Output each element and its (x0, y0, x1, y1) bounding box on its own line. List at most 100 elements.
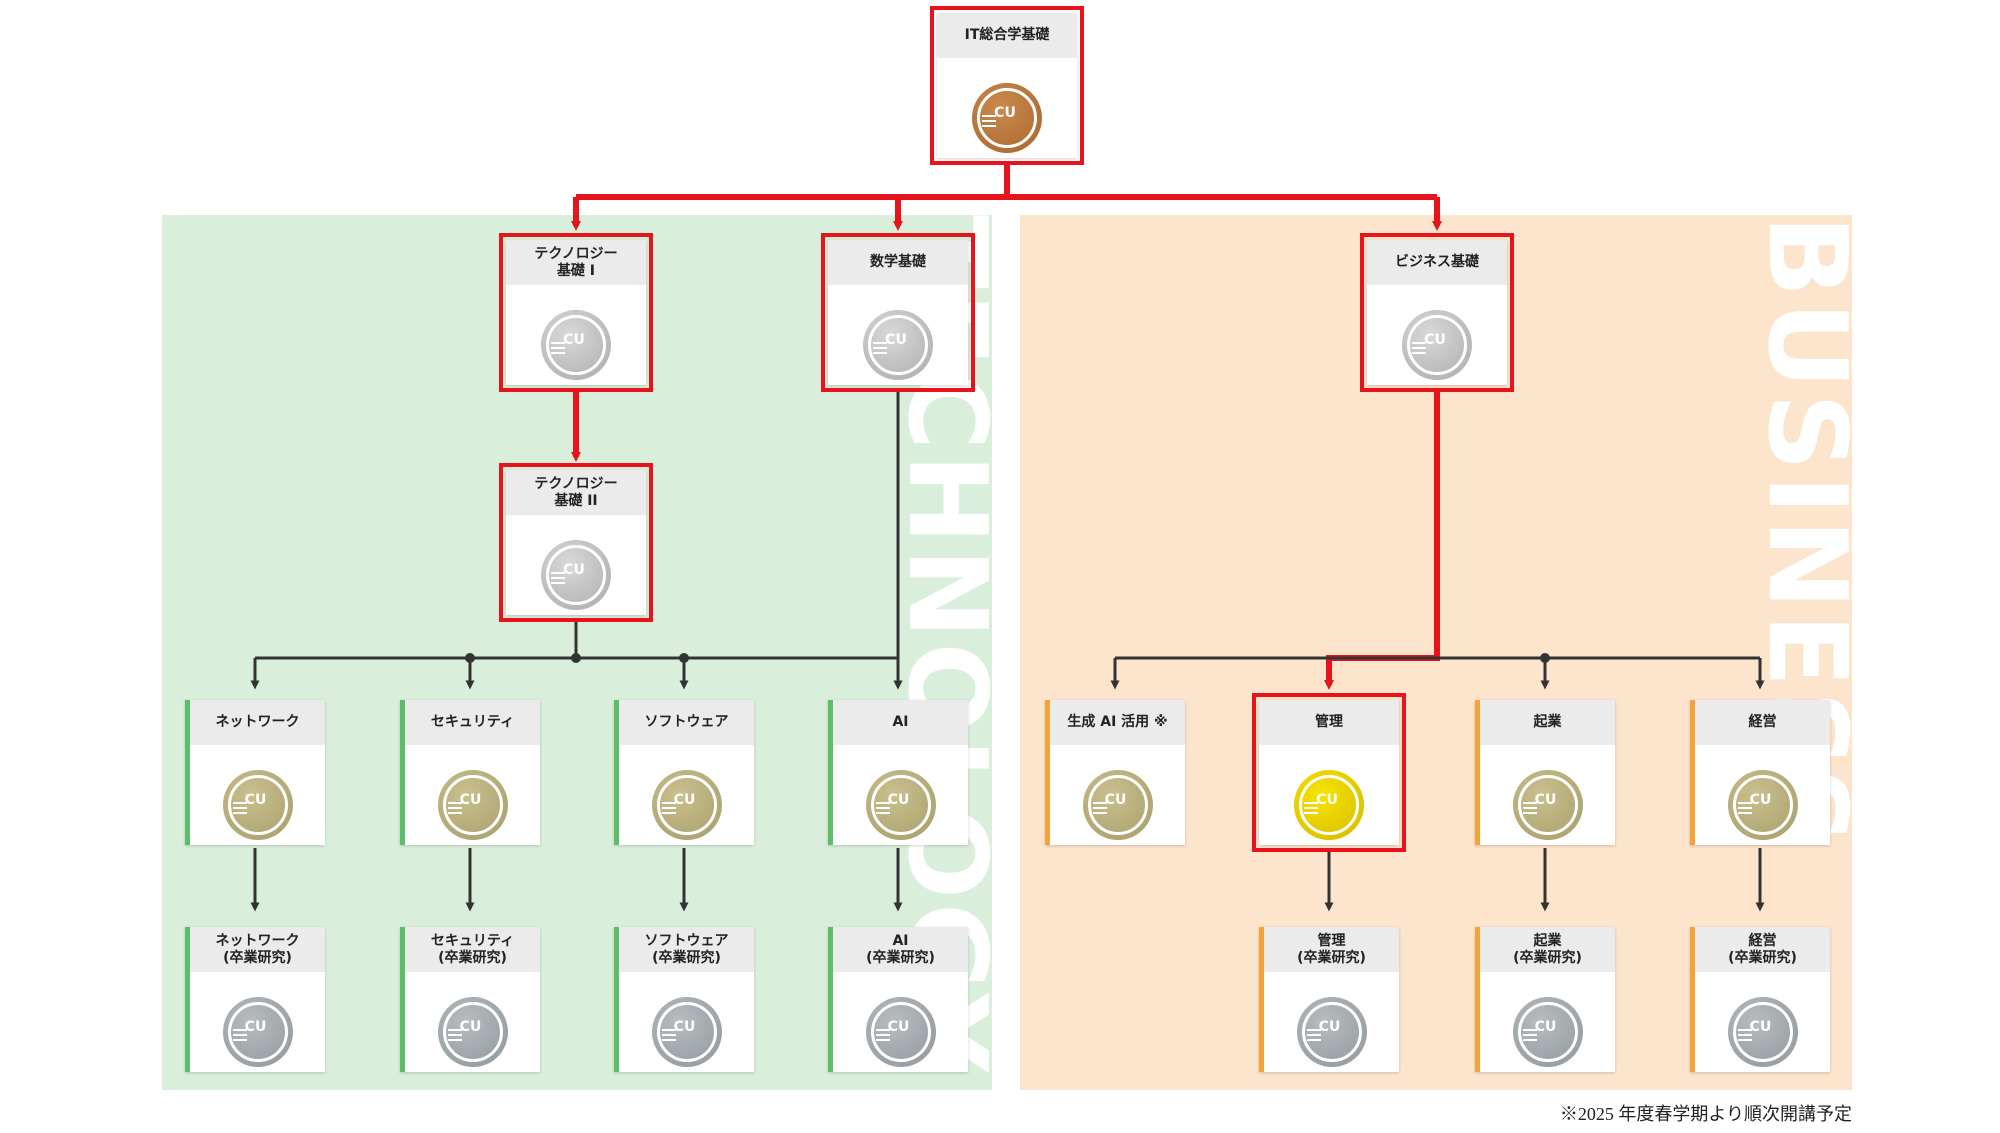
course-card-administration-graduation[interactable]: 経営(卒業研究) CU (1690, 927, 1830, 1072)
badge-ring (977, 88, 1037, 148)
course-card-security-graduation[interactable]: セキュリティ(卒業研究) CU (400, 927, 540, 1072)
badge-stripe (1522, 1039, 1537, 1041)
credential-badge-icon: CU (972, 83, 1042, 153)
badge-mark: CU (1534, 792, 1557, 808)
badge-ring (1087, 775, 1148, 835)
course-card-management[interactable]: 管理 CU (1252, 693, 1406, 852)
course-card-ai[interactable]: AI CU (828, 700, 968, 845)
badge-stripe (1522, 802, 1537, 804)
badge-stripe (875, 812, 890, 814)
badge-ring (1299, 775, 1359, 835)
credential-badge-icon: CU (437, 770, 508, 840)
badge-stripe (1522, 1029, 1537, 1031)
badge-stripe (1522, 812, 1537, 814)
course-title: 起業(卒業研究) (1480, 927, 1615, 972)
badge-stripe (875, 1029, 890, 1031)
course-card-administration[interactable]: 経営 CU (1690, 700, 1830, 845)
course-card-it-general[interactable]: IT総合学基礎 CU (930, 6, 1084, 165)
credential-badge-icon: CU (1294, 770, 1364, 840)
badge-ring (1407, 315, 1467, 375)
credential-badge-icon: CU (651, 770, 722, 840)
course-title: 管理 (1259, 700, 1399, 745)
credential-badge-icon: CU (437, 997, 508, 1067)
course-card-business-basics[interactable]: ビジネス基礎 CU (1360, 233, 1514, 392)
course-card-math-basics[interactable]: 数学基礎 CU (821, 233, 975, 392)
course-title: ネットワーク (190, 700, 325, 745)
badge-stripe (1412, 352, 1426, 354)
badge-stripe (551, 342, 565, 344)
badge-stripe (1412, 342, 1426, 344)
course-card-software[interactable]: ソフトウェア CU (614, 700, 754, 845)
badge-ring (1301, 1002, 1362, 1062)
badge-stripe (551, 352, 565, 354)
badge-mark: CU (1318, 1019, 1341, 1035)
course-card-network-graduation[interactable]: ネットワーク(卒業研究) CU (185, 927, 325, 1072)
badge-ring (1732, 775, 1793, 835)
course-title: AI (833, 700, 968, 745)
badge-stripe (447, 1034, 462, 1036)
badge-ring (442, 775, 503, 835)
course-card-startup-graduation[interactable]: 起業(卒業研究) CU (1475, 927, 1615, 1072)
badge-stripe (1092, 802, 1107, 804)
badge-stripe (1737, 812, 1752, 814)
course-title: テクノロジー基礎 I (506, 240, 646, 285)
badge-stripe (1737, 1039, 1752, 1041)
credential-badge-icon: CU (865, 997, 936, 1067)
course-title: 生成 AI 活用 ※ (1050, 700, 1185, 745)
badge-mark: CU (887, 792, 910, 808)
credential-badge-icon: CU (1402, 310, 1472, 380)
course-card-technology-basics-1[interactable]: テクノロジー基礎 I CU (499, 233, 653, 392)
course-card-generative-ai[interactable]: 生成 AI 活用 ※ CU (1045, 700, 1185, 845)
badge-stripe (873, 352, 887, 354)
credential-badge-icon: CU (1512, 997, 1583, 1067)
credential-badge-icon: CU (865, 770, 936, 840)
badge-stripe (982, 125, 996, 127)
badge-stripe (447, 1039, 462, 1041)
badge-ring (656, 1002, 717, 1062)
course-card-network[interactable]: ネットワーク CU (185, 700, 325, 845)
course-title: 起業 (1480, 700, 1615, 745)
badge-stripe (982, 120, 996, 122)
badge-mark: CU (244, 792, 267, 808)
course-card-startup[interactable]: 起業 CU (1475, 700, 1615, 845)
badge-stripe (447, 802, 462, 804)
course-card-management-graduation[interactable]: 管理(卒業研究) CU (1259, 927, 1399, 1072)
course-title: セキュリティ (405, 700, 540, 745)
credential-badge-icon: CU (1512, 770, 1583, 840)
badge-mark: CU (1424, 332, 1446, 348)
badge-stripe (873, 342, 887, 344)
badge-stripe (1306, 1029, 1321, 1031)
badge-ring (227, 1002, 288, 1062)
badge-ring (546, 315, 606, 375)
badge-stripe (661, 812, 676, 814)
badge-stripe (1737, 1029, 1752, 1031)
badge-ring (227, 775, 288, 835)
badge-stripe (661, 802, 676, 804)
junction-dots (465, 653, 1550, 663)
course-card-ai-graduation[interactable]: AI(卒業研究) CU (828, 927, 968, 1072)
course-title: ソフトウェア(卒業研究) (619, 927, 754, 972)
badge-mark: CU (563, 562, 585, 578)
badge-mark: CU (673, 1019, 696, 1035)
credential-badge-icon: CU (1727, 997, 1798, 1067)
course-card-software-graduation[interactable]: ソフトウェア(卒業研究) CU (614, 927, 754, 1072)
schedule-footnote: ※2025 年度春学期より順次開講予定 (1559, 1104, 1852, 1124)
badge-stripe (232, 1029, 247, 1031)
badge-mark: CU (1316, 792, 1338, 808)
course-card-security[interactable]: セキュリティ CU (400, 700, 540, 845)
badge-stripe (232, 1034, 247, 1036)
badge-ring (442, 1002, 503, 1062)
badge-ring (870, 775, 931, 835)
badge-mark: CU (459, 792, 482, 808)
course-title: 管理(卒業研究) (1264, 927, 1399, 972)
badge-stripe (232, 812, 247, 814)
course-card-technology-basics-2[interactable]: テクノロジー基礎 II CU (499, 463, 653, 622)
credential-badge-icon: CU (541, 540, 611, 610)
badge-stripe (1304, 807, 1318, 809)
badge-mark: CU (1749, 1019, 1772, 1035)
badge-mark: CU (887, 1019, 910, 1035)
badge-stripe (873, 347, 887, 349)
course-title: テクノロジー基礎 II (506, 470, 646, 515)
course-title: 数学基礎 (828, 240, 968, 285)
